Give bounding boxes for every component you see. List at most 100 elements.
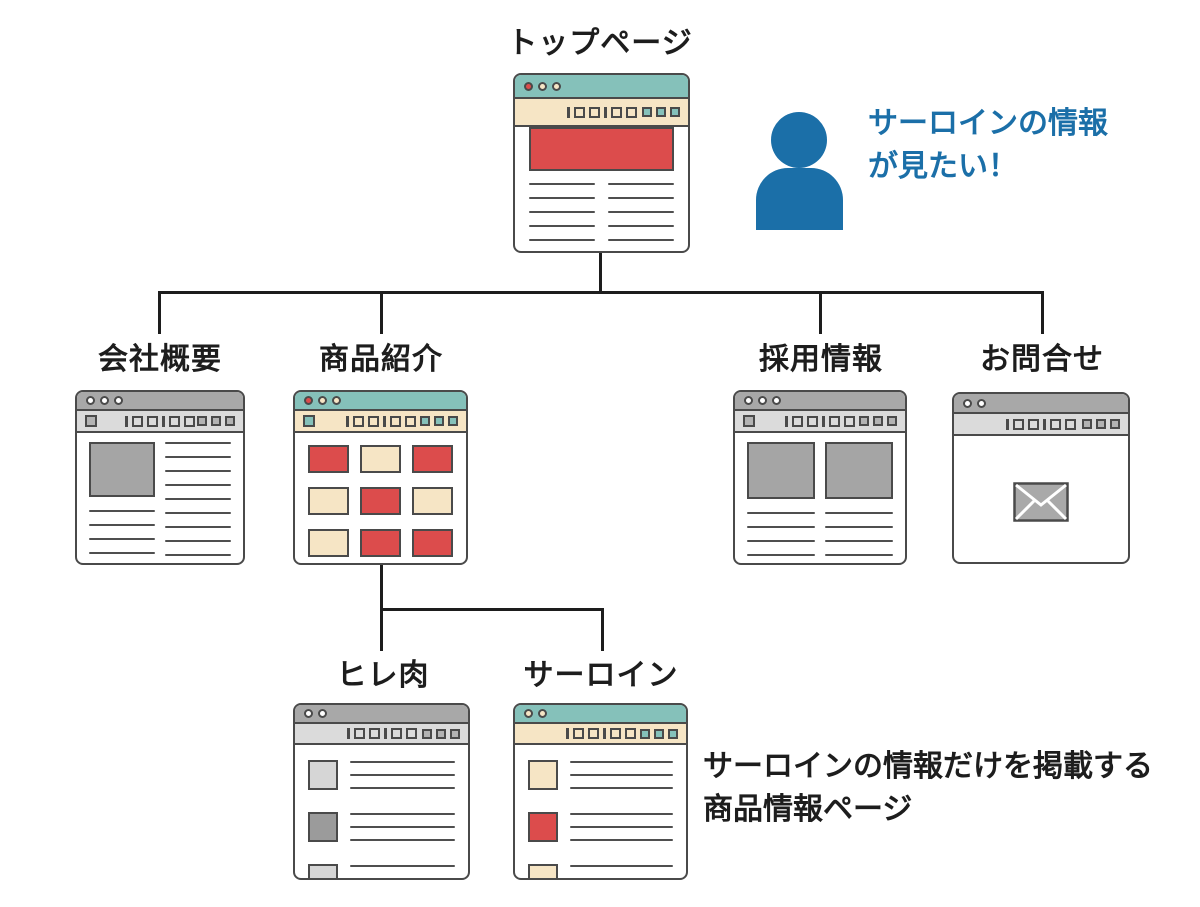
window-dot-icon <box>524 81 533 91</box>
thumbnail-placeholder <box>308 812 338 842</box>
window-dot-icon <box>304 396 313 405</box>
window-controls <box>295 705 468 724</box>
person-head-icon <box>771 112 827 168</box>
label-products: 商品紹介 <box>319 343 443 376</box>
address-bar <box>295 411 466 433</box>
thumbnail-placeholder <box>528 760 558 790</box>
back-square-icon <box>743 415 755 427</box>
page-content <box>954 436 1128 522</box>
back-square-icon <box>85 415 97 427</box>
list-item <box>528 812 673 852</box>
page-content <box>515 127 688 251</box>
address-bar <box>735 411 905 433</box>
thumbnail-placeholder <box>308 760 338 790</box>
toolbar-squares-icon <box>640 728 678 739</box>
back-square-icon <box>303 415 315 427</box>
list-item <box>528 760 673 800</box>
url-placeholder-icon <box>346 728 417 739</box>
image-placeholder <box>89 442 155 497</box>
product-tile <box>360 445 401 473</box>
window-dot-icon <box>552 81 561 91</box>
product-tile <box>308 487 349 515</box>
product-tile <box>412 529 453 557</box>
connector-drop-sirloin <box>601 608 604 651</box>
image-placeholder <box>747 442 815 499</box>
url-placeholder-icon <box>345 415 416 427</box>
toolbar-squares-icon <box>422 728 460 739</box>
person-body-icon <box>756 168 843 230</box>
annotation-text: サーロインの情報だけを掲載する 商品情報ページ <box>703 745 1153 831</box>
window-dot-icon <box>304 709 313 718</box>
window-controls <box>515 75 688 99</box>
thumbnail-placeholder <box>528 812 558 842</box>
connector-drop-contact <box>1041 291 1044 334</box>
image-placeholder <box>825 442 893 499</box>
browser-window-products <box>293 390 468 565</box>
product-tile <box>412 445 453 473</box>
window-dot-icon <box>758 396 767 405</box>
address-bar <box>954 414 1128 436</box>
url-placeholder-icon <box>125 415 195 427</box>
window-dot-icon <box>772 396 781 405</box>
toolbar-squares-icon <box>197 416 235 426</box>
label-recruit: 採用情報 <box>759 343 883 376</box>
page-content <box>295 745 468 878</box>
address-bar <box>515 724 686 745</box>
window-dot-icon <box>538 709 547 718</box>
window-dot-icon <box>977 398 986 408</box>
window-controls <box>735 392 905 411</box>
label-top-page: トップページ <box>507 27 693 60</box>
product-tile <box>412 487 453 515</box>
connector-top-vertical <box>599 253 602 293</box>
browser-window-top-page <box>513 73 690 253</box>
connector-main-horizontal <box>158 291 1044 294</box>
hero-banner <box>529 127 674 171</box>
window-dot-icon <box>744 396 753 405</box>
thumbnail-placeholder <box>528 864 558 878</box>
window-dot-icon <box>86 396 95 405</box>
address-bar <box>295 724 468 745</box>
product-tile <box>308 445 349 473</box>
window-controls <box>954 394 1128 414</box>
annotation-line1: サーロインの情報だけを掲載する <box>703 750 1153 783</box>
annotation-line2: 商品情報ページ <box>703 793 913 826</box>
product-tile <box>360 529 401 557</box>
window-dot-icon <box>318 709 327 718</box>
browser-window-recruit <box>733 390 907 565</box>
url-placeholder-icon <box>565 728 636 739</box>
window-controls <box>515 705 686 724</box>
window-dot-icon <box>114 396 123 405</box>
list-item <box>528 864 673 878</box>
window-controls <box>77 392 243 411</box>
list-item <box>308 812 455 852</box>
toolbar-squares-icon <box>642 107 680 117</box>
page-content <box>735 433 905 563</box>
window-dot-icon <box>963 398 972 408</box>
page-content <box>77 433 243 563</box>
callout-text: サーロインの情報 が見たい！ <box>868 102 1108 188</box>
url-placeholder-icon <box>1006 418 1076 430</box>
connector-drop-recruit <box>819 291 822 334</box>
window-dot-icon <box>100 396 109 405</box>
label-contact: お問合せ <box>980 343 1104 376</box>
toolbar-squares-icon <box>1082 419 1120 429</box>
callout-line1: サーロインの情報 <box>868 107 1108 140</box>
callout-line2: が見たい！ <box>868 150 1018 183</box>
product-tile <box>308 529 349 557</box>
list-item <box>308 864 455 878</box>
person-icon <box>756 112 846 230</box>
thumbnail-placeholder <box>308 864 338 878</box>
list-item <box>308 760 455 800</box>
toolbar-squares-icon <box>859 416 897 426</box>
connector-drop-products <box>380 291 383 334</box>
url-placeholder-icon <box>785 415 855 427</box>
browser-window-fillet <box>293 703 470 880</box>
product-grid <box>295 433 466 563</box>
toolbar-squares-icon <box>420 416 458 426</box>
connector-drop-company <box>158 291 161 334</box>
url-placeholder-icon <box>566 106 637 118</box>
address-bar <box>515 99 688 127</box>
browser-window-sirloin <box>513 703 688 880</box>
browser-window-contact <box>952 392 1130 564</box>
